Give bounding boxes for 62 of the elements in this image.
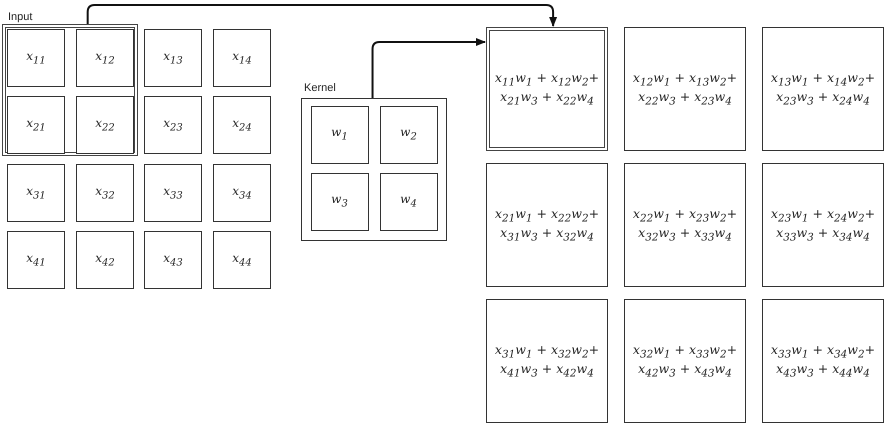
math-expression: x$_{12}$ [95,48,115,68]
input-cell [76,231,134,289]
input-cell [144,164,202,222]
group-title: Input [8,11,32,23]
output-cell [762,27,884,151]
math-expression: x$_{41}$ [26,250,46,270]
input-cell [76,29,134,87]
math-expression: x$_{14}$ [232,48,252,68]
weight-cell [310,106,368,164]
input-cell [7,231,65,289]
math-expression: x$_{33}$w$_{1}$ + x$_{34}$w$_{2}$+ x$_{43}$w$_{3}$ + x$_{44}$w$_{4}$ [770,342,876,380]
math-expression: x$_{44}$ [232,250,252,270]
input-cell [7,96,65,154]
output-cell [624,163,746,287]
input-cell [76,96,134,154]
math-expression: x$_{31}$w$_{1}$ + x$_{32}$w$_{2}$+ x$_{41}$w$_{3}$ + x$_{42}$w$_{4}$ [494,342,600,380]
math-expression: x$_{21}$w$_{1}$ + x$_{22}$w$_{2}$+ x$_{31}$w$_{3}$ + x$_{32}$w$_{4}$ [494,206,600,244]
output-cell [762,299,884,423]
math-expression: x$_{32}$w$_{1}$ + x$_{33}$w$_{2}$+ x$_{42}$w$_{3}$ + x$_{43}$w$_{4}$ [632,342,738,380]
weight-cell [380,106,438,164]
input-cell [7,29,65,87]
math-expression: x$_{43}$ [163,250,183,270]
output-cell [486,163,608,287]
math-expression: x$_{22}$ [95,116,115,134]
math-expression: w$_{3}$ [331,192,348,211]
output-cell [624,299,746,423]
math-expression: x$_{12}$w$_{1}$ + x$_{13}$w$_{2}$+ x$_{22}$w$_{3}$ + x$_{23}$w$_{4}$ [632,70,738,108]
input-cell [213,231,271,289]
output-cell [486,299,608,423]
output-cell [486,27,608,151]
math-expression: x$_{32}$ [95,184,115,202]
math-expression: x$_{22}$w$_{1}$ + x$_{23}$w$_{2}$+ x$_{32}$w$_{3}$ + x$_{33}$w$_{4}$ [632,206,738,244]
output-cell [624,27,746,151]
math-expression: x$_{23}$ [163,116,183,134]
input-cell [7,164,65,222]
math-expression: w$_{2}$ [400,125,417,144]
output-cell [762,163,884,287]
input-cell [213,29,271,87]
input-cell [144,29,202,87]
input-cell [144,231,202,289]
input-cell [213,164,271,222]
math-expression: x$_{11}$w$_{1}$ + x$_{12}$w$_{2}$+ x$_{21}$w$_{3}$ + x$_{22}$w$_{4}$ [494,70,600,108]
math-expression: x$_{24}$ [232,116,252,134]
math-expression: x$_{42}$ [95,250,115,270]
input-cell [76,164,134,222]
math-expression: x$_{23}$w$_{1}$ + x$_{24}$w$_{2}$+ x$_{33}$w$_{3}$ + x$_{34}$w$_{4}$ [770,206,876,244]
group-title: Kernel [304,82,336,94]
math-expression: x$_{13}$w$_{1}$ + x$_{14}$w$_{2}$+ x$_{23}$w$_{3}$ + x$_{24}$w$_{4}$ [770,70,876,108]
input-cell [213,96,271,154]
math-expression: w$_{4}$ [400,192,417,211]
math-expression: x$_{31}$ [26,184,46,202]
arrow [372,38,486,98]
weight-cell [310,172,368,230]
arrow [86,4,558,27]
math-expression: x$_{11}$ [26,48,46,68]
math-expression: x$_{34}$ [232,184,252,202]
input-cell [144,96,202,154]
weight-cell [380,172,438,230]
math-expression: x$_{21}$ [26,116,46,134]
math-expression: w$_{1}$ [331,125,348,144]
math-expression: x$_{13}$ [163,48,183,68]
math-expression: x$_{33}$ [163,184,183,202]
